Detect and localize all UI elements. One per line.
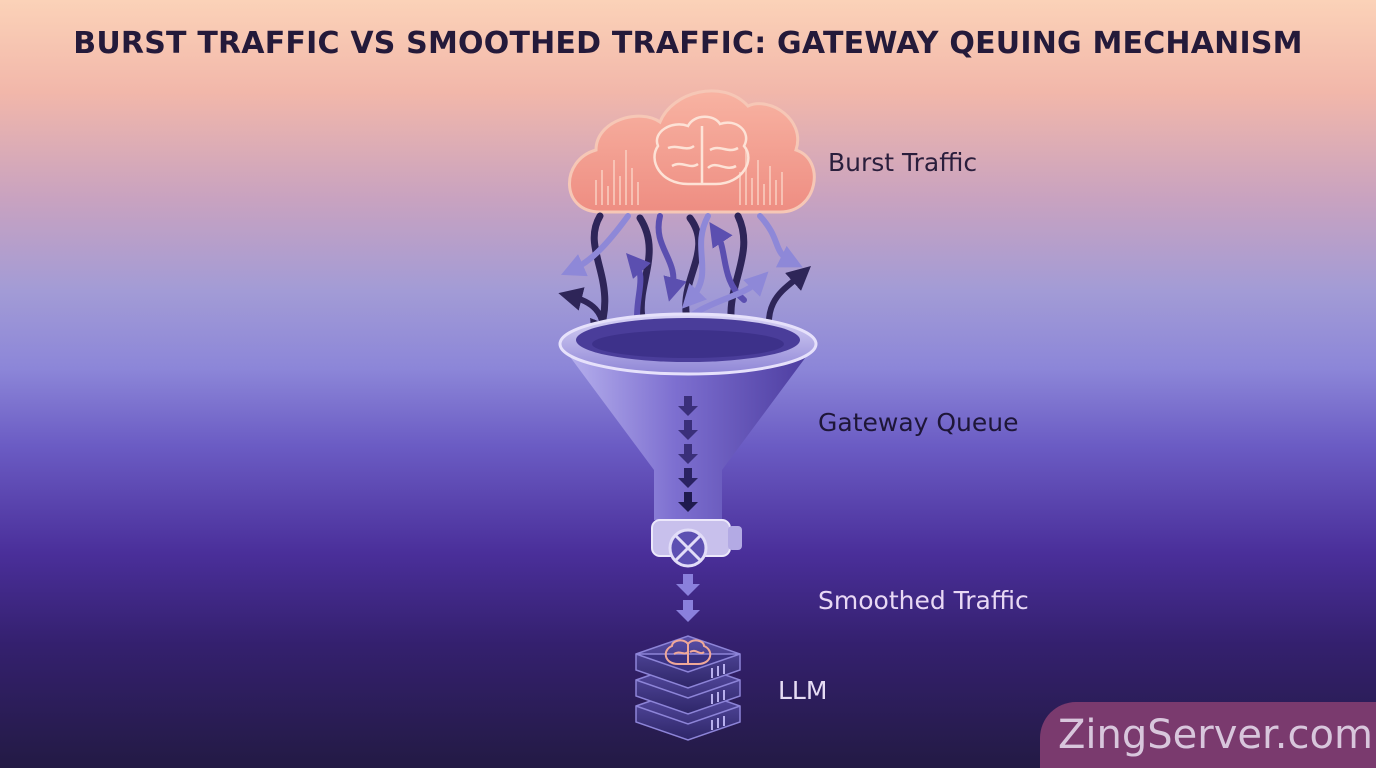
- cloud-brain-icon: [568, 89, 816, 214]
- label-llm: LLM: [778, 676, 828, 705]
- queue-arrows: [678, 396, 698, 512]
- watermark-text: ZingServer.com: [1058, 712, 1373, 758]
- funnel-icon: [558, 312, 818, 520]
- watermark-badge: ZingServer.com: [1040, 702, 1376, 768]
- brain-icon: [653, 115, 750, 186]
- page-title: BURST TRAFFIC VS SMOOTHED TRAFFIC: GATEW…: [73, 26, 1303, 61]
- burst-traffic-arrows: [558, 212, 811, 362]
- label-burst-traffic: Burst Traffic: [828, 148, 978, 177]
- server-stack-icon: [635, 635, 741, 741]
- smoothed-traffic-arrows: [676, 574, 700, 622]
- label-smoothed-traffic: Smoothed Traffic: [818, 586, 1029, 615]
- label-gateway-queue: Gateway Queue: [818, 408, 1019, 437]
- valve-icon: [651, 519, 742, 568]
